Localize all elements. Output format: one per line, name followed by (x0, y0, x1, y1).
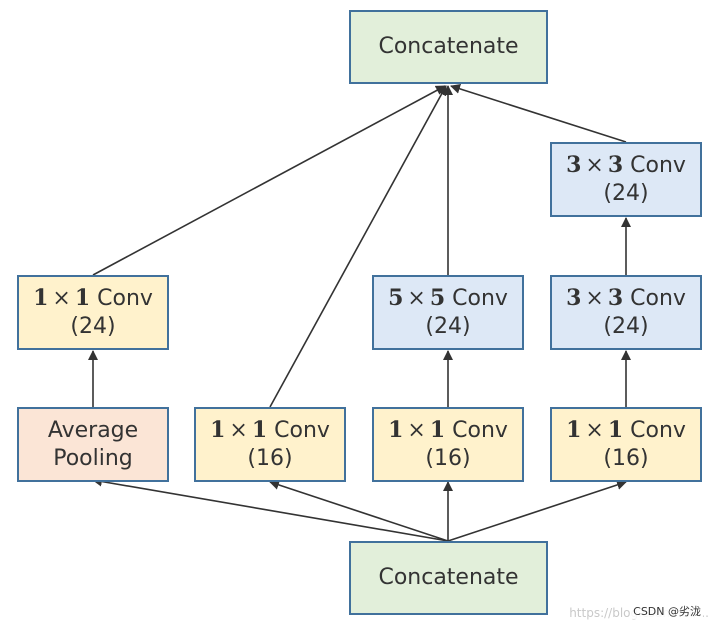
times-sign: × (407, 286, 426, 311)
channel-count: (16) (425, 446, 471, 471)
conv-1x1-24-node: 1×1 Conv (24) (17, 275, 169, 350)
kernel-size-a: 1 (210, 417, 226, 443)
arrow-input-to-conv-1x1-a (269, 480, 449, 542)
conv-1x1-16-node-a: 1×1 Conv (16) (194, 407, 346, 482)
channel-count: (24) (70, 314, 116, 339)
concatenate-input-node: Concatenate (349, 541, 548, 615)
arrow-conv-1x1-24-to-output (92, 85, 446, 276)
kernel-size-a: 5 (388, 285, 404, 311)
channel-count: (24) (425, 314, 471, 339)
conv-1x1-16-node-c: 1×1 Conv (16) (550, 407, 702, 482)
kernel-size-b: 1 (251, 417, 268, 443)
arrow-input-to-conv-1x1-c (447, 480, 627, 542)
conv-1x1-16-node-b: 1×1 Conv (16) (372, 407, 524, 482)
conv-word: Conv (274, 418, 330, 443)
conv-word: Conv (630, 153, 686, 178)
node-label: Concatenate (378, 34, 519, 59)
pool-label-line1: Average (47, 417, 139, 443)
arrow-conv-1x1-a-to-output (269, 85, 447, 408)
average-pooling-node: Average Pooling (17, 407, 169, 482)
kernel-size-a: 1 (388, 417, 404, 443)
kernel-size-b: 1 (429, 417, 446, 443)
conv-5x5-24-node: 5×5 Conv (24) (372, 275, 524, 350)
times-sign: × (407, 418, 426, 443)
conv-word: Conv (630, 286, 686, 311)
kernel-size-a: 1 (566, 417, 582, 443)
channel-count: (24) (603, 181, 649, 206)
conv-word: Conv (452, 286, 508, 311)
conv-word: Conv (630, 418, 686, 443)
times-sign: × (585, 286, 604, 311)
kernel-size-a: 3 (566, 152, 582, 178)
kernel-size-b: 1 (74, 285, 91, 311)
concatenate-output-node: Concatenate (349, 10, 548, 84)
node-label: Concatenate (378, 565, 519, 590)
csdn-badge: CSDN @劣泷 (631, 603, 703, 619)
conv-word: Conv (97, 286, 153, 311)
times-sign: × (229, 418, 248, 443)
kernel-size-a: 3 (566, 285, 582, 311)
conv-word: Conv (452, 418, 508, 443)
conv-3x3-24-top-node: 3×3 Conv (24) (550, 142, 702, 217)
arrow-input-to-pool (92, 476, 449, 542)
kernel-size-b: 3 (607, 152, 624, 178)
kernel-size-a: 1 (33, 285, 49, 311)
times-sign: × (585, 418, 604, 443)
channel-count: (24) (603, 314, 649, 339)
arrow-conv-3x3-b-to-output (450, 83, 627, 143)
kernel-size-b: 5 (429, 285, 446, 311)
channel-count: (16) (247, 446, 293, 471)
conv-3x3-24-mid-node: 3×3 Conv (24) (550, 275, 702, 350)
kernel-size-b: 1 (607, 417, 624, 443)
kernel-size-b: 3 (607, 285, 624, 311)
times-sign: × (52, 286, 71, 311)
times-sign: × (585, 153, 604, 178)
channel-count: (16) (603, 446, 649, 471)
pool-label-line2: Pooling (53, 445, 133, 471)
